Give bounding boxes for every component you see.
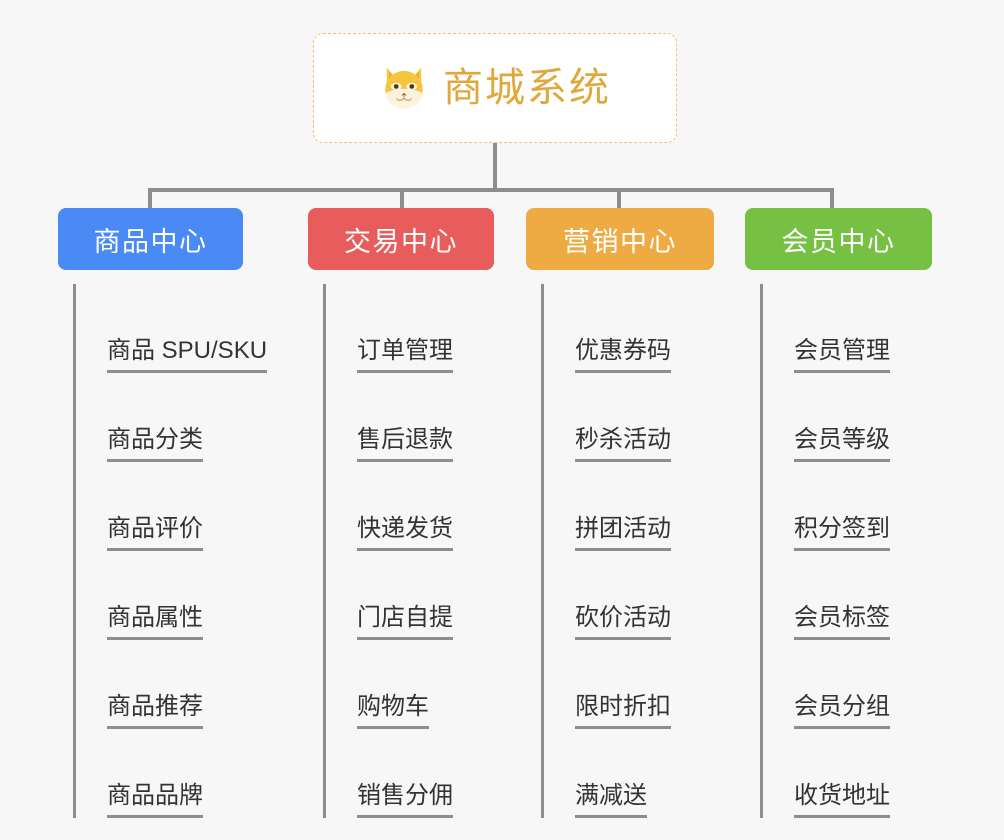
list-item[interactable]: 商品属性	[76, 551, 267, 640]
leaf-list-member-center: 会员管理 会员等级 积分签到 会员标签 会员分组 收货地址	[760, 284, 932, 818]
connector-drop-product-center	[148, 188, 152, 210]
list-item[interactable]: 优惠券码	[544, 284, 714, 373]
leaf-label: 会员分组	[794, 693, 890, 729]
connector-drop-marketing-center	[617, 188, 621, 210]
leaf-label: 满减送	[575, 782, 647, 818]
list-item[interactable]: 收货地址	[763, 729, 932, 818]
list-item[interactable]: 会员标签	[763, 551, 932, 640]
leaf-label: 门店自提	[357, 604, 453, 640]
leaf-label: 拼团活动	[575, 515, 671, 551]
list-item[interactable]: 购物车	[326, 640, 494, 729]
leaf-list-product-center: 商品 SPU/SKU 商品分类 商品评价 商品属性 商品推荐 商品品牌	[73, 284, 268, 818]
leaf-label: 会员管理	[794, 337, 890, 373]
root-node[interactable]: 商城系统	[313, 33, 677, 143]
list-item[interactable]: 会员等级	[763, 373, 932, 462]
category-label: 营销中心	[563, 226, 677, 257]
list-item[interactable]: 拼团活动	[544, 462, 714, 551]
list-item[interactable]: 销售分佣	[326, 729, 494, 818]
leaf-label: 收货地址	[794, 782, 890, 818]
connector-drop-member-center	[830, 188, 834, 210]
leaf-label: 优惠券码	[575, 337, 671, 373]
list-item[interactable]: 商品推荐	[76, 640, 267, 729]
root-title: 商城系统	[443, 66, 611, 110]
category-label: 交易中心	[344, 226, 458, 257]
list-item[interactable]: 会员分组	[763, 640, 932, 729]
leaf-label: 快递发货	[357, 515, 453, 551]
leaf-label: 商品分类	[107, 426, 203, 462]
branch-member-center: 会员中心 会员管理 会员等级 积分签到 会员标签 会员分组 收货地址	[745, 208, 932, 818]
list-item[interactable]: 限时折扣	[544, 640, 714, 729]
leaf-label: 会员等级	[794, 426, 890, 462]
list-item[interactable]: 砍价活动	[544, 551, 714, 640]
shiba-dog-face-icon	[385, 67, 423, 109]
leaf-label: 购物车	[357, 693, 429, 729]
category-box-product-center[interactable]: 商品中心	[58, 208, 243, 270]
branch-product-center: 商品中心 商品 SPU/SKU 商品分类 商品评价 商品属性 商品推荐 商品品牌	[58, 208, 268, 818]
connector-drop-trade-center	[400, 188, 404, 210]
list-item[interactable]: 商品评价	[76, 462, 267, 551]
branch-marketing-center: 营销中心 优惠券码 秒杀活动 拼团活动 砍价活动 限时折扣 满减送	[526, 208, 714, 818]
leaf-label: 积分签到	[794, 515, 890, 551]
list-item[interactable]: 满减送	[544, 729, 714, 818]
category-label: 商品中心	[93, 226, 208, 257]
leaf-label: 会员标签	[794, 604, 890, 640]
category-label: 会员中心	[781, 226, 896, 257]
leaf-label: 商品 SPU/SKU	[107, 337, 268, 373]
leaf-label: 秒杀活动	[575, 426, 671, 462]
connector-horizontal-bus	[148, 188, 834, 192]
leaf-label: 砍价活动	[575, 604, 671, 640]
list-item[interactable]: 秒杀活动	[544, 373, 714, 462]
list-item[interactable]: 门店自提	[326, 551, 494, 640]
connector-root-stub	[493, 143, 497, 191]
leaf-label: 商品推荐	[107, 693, 203, 729]
category-box-member-center[interactable]: 会员中心	[745, 208, 932, 270]
leaf-label: 商品品牌	[107, 782, 203, 818]
category-box-marketing-center[interactable]: 营销中心	[526, 208, 714, 270]
leaf-label: 售后退款	[357, 426, 453, 462]
list-item[interactable]: 商品分类	[76, 373, 267, 462]
category-box-trade-center[interactable]: 交易中心	[308, 208, 494, 270]
leaf-label: 销售分佣	[357, 782, 453, 818]
list-item[interactable]: 商品品牌	[76, 729, 267, 818]
list-item[interactable]: 快递发货	[326, 462, 494, 551]
list-item[interactable]: 售后退款	[326, 373, 494, 462]
leaf-list-trade-center: 订单管理 售后退款 快递发货 门店自提 购物车 销售分佣	[323, 284, 494, 818]
leaf-label: 商品评价	[107, 515, 203, 551]
list-item[interactable]: 积分签到	[763, 462, 932, 551]
list-item[interactable]: 订单管理	[326, 284, 494, 373]
leaf-label: 订单管理	[357, 337, 453, 373]
leaf-label: 商品属性	[107, 604, 203, 640]
list-item[interactable]: 商品 SPU/SKU	[76, 284, 268, 373]
leaf-list-marketing-center: 优惠券码 秒杀活动 拼团活动 砍价活动 限时折扣 满减送	[541, 284, 714, 818]
leaf-label: 限时折扣	[575, 693, 671, 729]
branch-trade-center: 交易中心 订单管理 售后退款 快递发货 门店自提 购物车 销售分佣	[308, 208, 494, 818]
list-item[interactable]: 会员管理	[763, 284, 932, 373]
